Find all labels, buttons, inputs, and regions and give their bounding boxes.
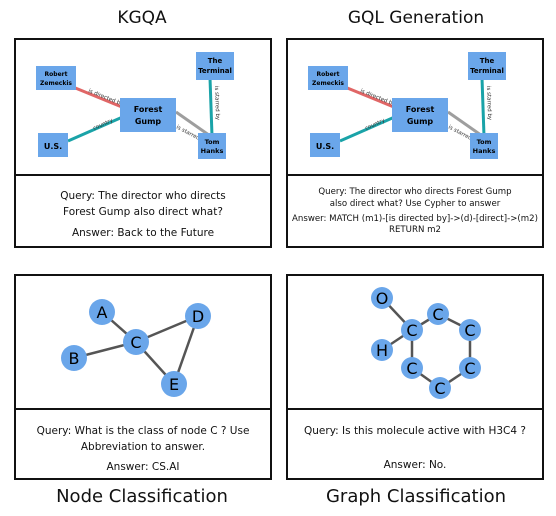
svg-text:O: O <box>376 289 389 308</box>
graph-text-area: Query: Is this molecule active with H3C4… <box>288 408 542 478</box>
graph-node-d: D <box>185 303 211 329</box>
node-the-terminal: The Terminal <box>196 52 234 80</box>
svg-text:Zemeckis: Zemeckis <box>312 80 344 87</box>
edge-label-directed: is directed by <box>87 88 124 108</box>
gql-edge-label-directed: is directed by <box>359 88 396 108</box>
kgqa-knowledge-graph: is directed by country is starred by is … <box>36 52 234 159</box>
svg-text:C: C <box>130 333 141 352</box>
gql-node-robert-zemeckis: Robert Zemeckis <box>308 66 348 90</box>
kgqa-text-area: Query: The director who directs Forest G… <box>16 174 270 246</box>
svg-text:Tom: Tom <box>477 138 492 146</box>
svg-text:H: H <box>376 341 388 360</box>
gql-knowledge-graph: is directed by country is starred by is … <box>308 52 506 159</box>
graph-node-b: B <box>61 345 87 371</box>
gql-graph: is directed by country is starred by is … <box>288 40 542 176</box>
atom-c5: C <box>429 377 451 399</box>
graph-classification-panel: O H C C C C C C Query: Is this molecule … <box>286 274 544 480</box>
svg-text:Terminal: Terminal <box>198 67 232 75</box>
node-robert-zemeckis: Robert Zemeckis <box>36 66 76 90</box>
graph-query: Query: Is this molecule active with H3C4… <box>304 425 526 437</box>
kgqa-answer: Answer: Back to the Future <box>71 227 215 239</box>
gql-query-line2: also direct what? Use Cypher to answer <box>329 199 501 209</box>
node-classification-graph: A B C D E <box>61 299 211 397</box>
gql-answer-line1: Answer: MATCH (m1)-[is directed by]->(d)… <box>292 214 538 224</box>
title-node-classification: Node Classification <box>56 486 228 507</box>
svg-text:E: E <box>169 375 179 394</box>
atom-c1: C <box>401 319 423 341</box>
svg-text:C: C <box>406 321 417 340</box>
svg-text:U.S.: U.S. <box>44 142 62 151</box>
node-query-line1: Query: What is the class of node C ? Use <box>36 425 250 437</box>
gql-query-line1: Query: The director who directs Forest G… <box>318 187 512 197</box>
svg-text:C: C <box>432 305 443 324</box>
atom-h: H <box>371 339 393 361</box>
svg-text:Robert: Robert <box>317 71 340 78</box>
kgqa-query-line2: Forest Gump also direct what? <box>63 206 223 218</box>
svg-text:Forest: Forest <box>134 105 163 114</box>
title-graph-classification: Graph Classification <box>325 486 507 507</box>
gql-edge-label-starred-terminal: is starred by <box>485 86 492 121</box>
node-query-line2: Abbreviation to answer. <box>80 441 206 453</box>
node-us: U.S. <box>38 133 68 157</box>
gql-node-tom-hanks: Tom Hanks <box>470 133 498 159</box>
atom-o: O <box>371 287 393 309</box>
svg-text:U.S.: U.S. <box>316 142 334 151</box>
atom-c2: C <box>427 303 449 325</box>
title-gql-generation: GQL Generation <box>347 8 485 28</box>
atom-c4: C <box>459 357 481 379</box>
molecule: O H C C C C C C <box>371 287 481 399</box>
gql-text-area: Query: The director who directs Forest G… <box>288 174 542 246</box>
graph-node-c: C <box>123 329 149 355</box>
gql-node-forest-gump: Forest Gump <box>392 98 448 132</box>
graph-node-a: A <box>89 299 115 325</box>
svg-text:Forest: Forest <box>406 105 435 114</box>
node-graph: A B C D E <box>16 276 270 410</box>
svg-text:Terminal: Terminal <box>470 67 504 75</box>
node-answer: Answer: CS.AI <box>106 461 180 473</box>
atom-c6: C <box>401 357 423 379</box>
svg-text:Hanks: Hanks <box>201 147 224 155</box>
svg-text:Gump: Gump <box>135 117 162 126</box>
kgqa-panel: is directed by country is starred by is … <box>14 38 272 248</box>
atom-c3: C <box>459 319 481 341</box>
svg-text:Gump: Gump <box>407 117 434 126</box>
svg-text:A: A <box>97 303 108 322</box>
svg-text:Hanks: Hanks <box>473 147 496 155</box>
svg-text:The: The <box>480 57 495 65</box>
gql-edge-label-country: country <box>364 117 386 131</box>
molecule-graph: O H C C C C C C <box>288 276 542 410</box>
title-kgqa: KGQA <box>117 8 167 28</box>
gql-node-us: U.S. <box>310 133 340 157</box>
svg-text:D: D <box>192 307 204 326</box>
gql-answer-line2: RETURN m2 <box>389 225 441 235</box>
node-classification-panel: A B C D E Query: What is the class of no… <box>14 274 272 480</box>
node-text-area: Query: What is the class of node C ? Use… <box>16 408 270 478</box>
svg-text:Robert: Robert <box>45 71 68 78</box>
svg-text:B: B <box>69 349 80 368</box>
svg-text:Tom: Tom <box>205 138 220 146</box>
svg-text:C: C <box>434 379 445 398</box>
edge-label-starred-terminal: is starred by <box>213 86 220 121</box>
kgqa-query-line1: Query: The director who directs <box>60 190 226 202</box>
svg-text:Zemeckis: Zemeckis <box>40 80 72 87</box>
node-tom-hanks: Tom Hanks <box>198 133 226 159</box>
svg-text:The: The <box>208 57 223 65</box>
kgqa-graph: is directed by country is starred by is … <box>16 40 270 176</box>
node-forest-gump: Forest Gump <box>120 98 176 132</box>
svg-text:C: C <box>464 321 475 340</box>
svg-text:C: C <box>406 359 417 378</box>
graph-node-e: E <box>161 371 187 397</box>
graph-answer: Answer: No. <box>383 459 447 471</box>
gql-node-the-terminal: The Terminal <box>468 52 506 80</box>
edge-label-country: country <box>92 117 114 131</box>
gql-panel: is directed by country is starred by is … <box>286 38 544 248</box>
svg-text:C: C <box>464 359 475 378</box>
